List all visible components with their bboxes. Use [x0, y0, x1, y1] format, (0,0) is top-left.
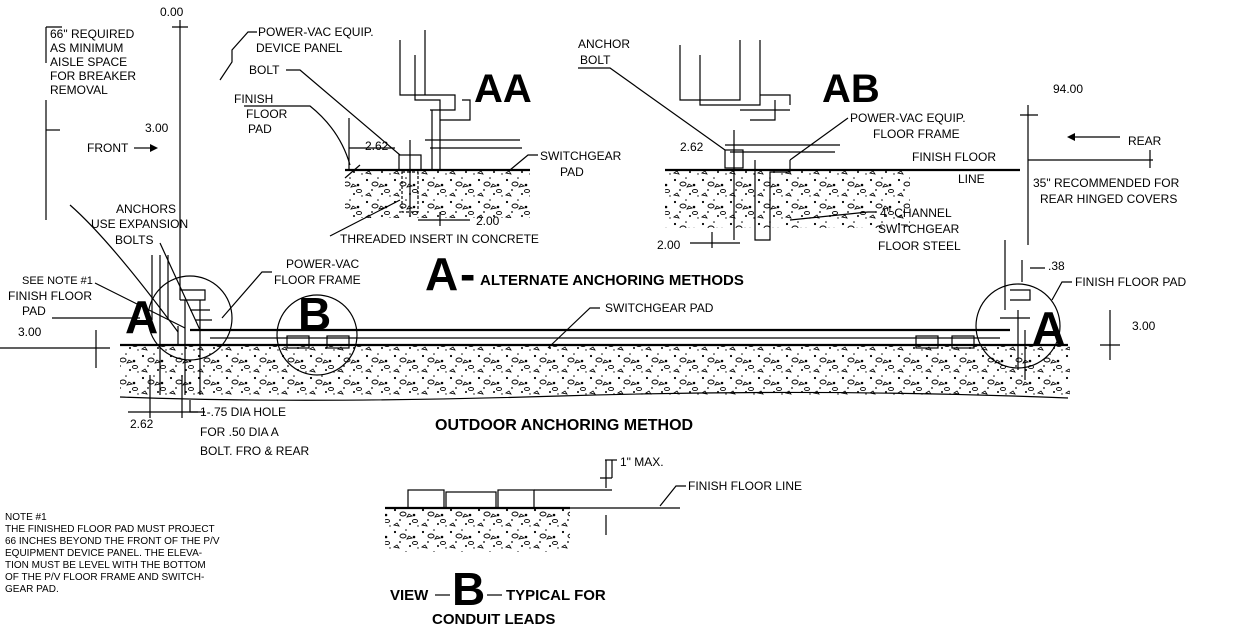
outdoor-title: OUTDOOR ANCHORING METHOD — [435, 417, 693, 434]
hole-note: 1-.75 DIA HOLE — [200, 405, 286, 419]
anchors-label: BOLTS — [115, 233, 153, 247]
view-b-max: 1" MAX. — [620, 455, 664, 469]
view-b-view: VIEW — [390, 587, 429, 604]
front-label: FRONT — [87, 141, 129, 155]
rear-finish-floor-pad: FINISH FLOOR PAD — [1075, 275, 1186, 289]
view-b-letter: B — [452, 563, 485, 615]
ab-floor-frame: POWER-VAC EQUIP. — [850, 111, 966, 125]
alt-title-letter: A — [425, 248, 458, 300]
aisle-note-line: REMOVAL — [50, 83, 108, 97]
aa-device-panel: DEVICE PANEL — [256, 41, 343, 55]
view-b-section — [385, 460, 680, 552]
anchors-label: USE EXPANSION — [91, 217, 188, 231]
note-1: NOTE #1 THE FINISHED FLOOR PAD MUST PROJ… — [5, 512, 220, 595]
view-b-typical: TYPICAL FOR — [506, 587, 606, 604]
dim-left-pad: 3.00 — [18, 325, 42, 339]
aisle-note-line: 66" REQUIRED — [50, 27, 135, 41]
ab-channel: FLOOR STEEL — [878, 239, 961, 253]
view-b-conduit: CONDUIT LEADS — [432, 611, 555, 628]
dim-front: 3.00 — [145, 121, 169, 135]
aisle-note: 66" REQUIRED AS MINIMUM AISLE SPACE FOR … — [45, 26, 136, 220]
note-line: OF THE P/V FLOOR FRAME AND SWITCH- — [5, 572, 204, 583]
ab-channel: SWITCHGEAR — [878, 222, 960, 236]
dim-94: 94.00 — [1053, 82, 1083, 96]
ab-finish-floor-line: FINISH FLOOR — [912, 150, 996, 164]
note-head: NOTE #1 — [5, 512, 47, 523]
callout-b: B — [298, 288, 331, 340]
detail-aa — [344, 30, 530, 218]
hole-note: FOR .50 DIA A — [200, 425, 279, 439]
detail-ab-tag: AB — [822, 67, 880, 111]
callout-a-left: A — [125, 291, 158, 343]
aa-dim-262: 2.62 — [365, 139, 389, 153]
note-line: THE FINISHED FLOOR PAD MUST PROJECT — [5, 524, 215, 535]
aisle-note-line: AS MINIMUM — [50, 41, 123, 55]
detail-ab — [665, 40, 1020, 241]
switchgear-pad-label: SWITCHGEAR PAD — [605, 301, 714, 315]
ab-anchor-bolt: ANCHOR — [578, 37, 630, 51]
hole-note: BOLT. FRO & REAR — [200, 444, 309, 458]
callout-a-right: A — [1032, 302, 1065, 354]
dim-300-right: 3.00 — [1132, 319, 1156, 333]
rear-recommend: 35" RECOMMENDED FOR — [1033, 176, 1180, 190]
aa-dim-200: 2.00 — [476, 214, 500, 228]
alt-title-dash: - — [460, 248, 475, 300]
note-line: TION MUST BE LEVEL WITH THE BOTTOM — [5, 560, 206, 571]
outdoor-section — [119, 240, 1070, 401]
rear-label: REAR — [1128, 134, 1162, 148]
dim-2-62-bottom: 2.62 — [130, 417, 154, 431]
aa-finish-floor-pad: FLOOR — [246, 107, 288, 121]
finish-floor-pad-left: FINISH FLOOR — [8, 289, 92, 303]
aisle-note-line: FOR BREAKER — [50, 69, 136, 83]
aa-threaded-insert: THREADED INSERT IN CONCRETE — [340, 232, 539, 246]
pv-floor-frame-label: FLOOR FRAME — [274, 273, 361, 287]
aa-bolt: BOLT — [249, 63, 280, 77]
ab-channel: 4" CHANNEL — [880, 206, 952, 220]
aa-finish-floor-pad: PAD — [248, 122, 272, 136]
ab-finish-floor-line: LINE — [958, 172, 985, 186]
view-b-finish-floor: FINISH FLOOR LINE — [688, 479, 802, 493]
pv-floor-frame-label: POWER-VAC — [286, 257, 359, 271]
see-note-label: SEE NOTE #1 — [22, 275, 93, 287]
detail-aa-tag: AA — [474, 67, 532, 111]
finish-floor-pad-left: PAD — [22, 304, 46, 318]
ab-anchor-bolt: BOLT — [580, 53, 611, 67]
aa-finish-floor-pad: FINISH — [234, 92, 273, 106]
note-line: GEAR PAD. — [5, 584, 59, 595]
anchors-label: ANCHORS — [116, 202, 176, 216]
ab-dim-262: 2.62 — [680, 140, 704, 154]
aa-device-panel: POWER-VAC EQUIP. — [258, 25, 374, 39]
dim-zero: 0.00 — [160, 5, 184, 19]
note-line: 66 INCHES BEYOND THE FRONT OF THE P/V — [5, 536, 220, 547]
note-line: EQUIPMENT DEVICE PANEL. THE ELEVA- — [5, 548, 202, 559]
dim-38: .38 — [1048, 259, 1065, 273]
aa-switchgear-pad: SWITCHGEAR — [540, 149, 622, 163]
ab-dim-200: 2.00 — [657, 238, 681, 252]
rear-recommend: REAR HINGED COVERS — [1040, 192, 1177, 206]
aa-switchgear-pad: PAD — [560, 165, 584, 179]
alt-title-text: ALTERNATE ANCHORING METHODS — [480, 272, 744, 289]
ab-floor-frame: FLOOR FRAME — [873, 127, 960, 141]
aisle-note-line: AISLE SPACE — [50, 55, 127, 69]
